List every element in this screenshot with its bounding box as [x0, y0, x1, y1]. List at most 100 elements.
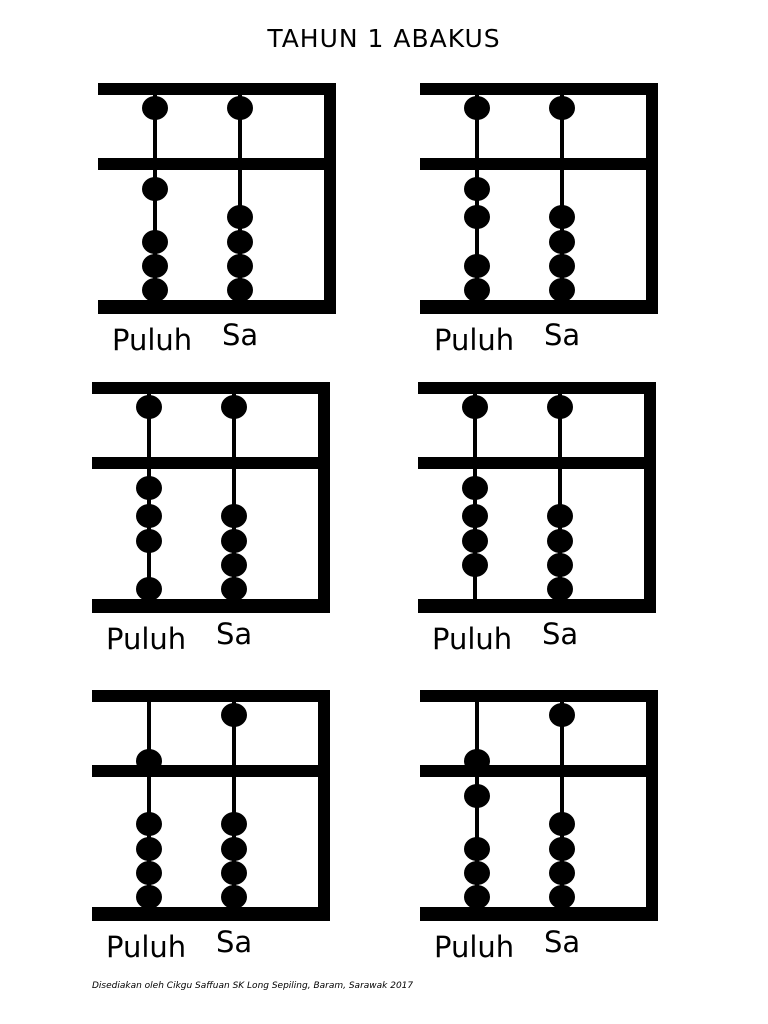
- tens-earth-bead: [136, 504, 162, 528]
- tens-label: Puluh: [432, 622, 513, 656]
- ones-earth-bead: [227, 205, 253, 229]
- ones-heaven-bead: [549, 96, 575, 120]
- ones-label: Sa: [544, 318, 581, 352]
- tens-earth-bead: [142, 230, 168, 254]
- ones-earth-bead: [549, 885, 575, 909]
- ones-earth-bead: [221, 837, 247, 861]
- tens-label: Puluh: [434, 323, 515, 357]
- frame-right-bar: [644, 382, 656, 613]
- tens-earth-bead: [136, 529, 162, 553]
- ones-earth-bead: [547, 553, 573, 577]
- tens-heaven-bead: [142, 96, 168, 120]
- frame-middle-bar: [92, 457, 324, 469]
- tens-earth-bead: [464, 837, 490, 861]
- ones-earth-bead: [549, 254, 575, 278]
- page-title: TAHUN 1 ABAKUS: [267, 24, 501, 53]
- tens-earth-bead: [462, 476, 488, 500]
- ones-earth-bead: [221, 553, 247, 577]
- tens-earth-bead: [136, 812, 162, 836]
- ones-heaven-bead: [227, 96, 253, 120]
- ones-label: Sa: [542, 617, 579, 651]
- ones-earth-bead: [547, 504, 573, 528]
- ones-earth-bead: [227, 278, 253, 302]
- frame-bottom-bar: [92, 599, 330, 613]
- ones-label: Sa: [216, 617, 253, 651]
- tens-earth-bead: [464, 254, 490, 278]
- frame-middle-bar: [418, 457, 650, 469]
- tens-rod: [147, 701, 151, 909]
- abacus-5: Puluh Sa: [92, 689, 342, 989]
- frame-middle-bar: [92, 765, 324, 777]
- footer-credit: Disediakan oleh Cikgu Saffuan SK Long Se…: [92, 981, 414, 991]
- ones-label: Sa: [544, 925, 581, 959]
- ones-earth-bead: [547, 577, 573, 601]
- ones-earth-bead: [221, 529, 247, 553]
- tens-earth-bead: [462, 529, 488, 553]
- ones-earth-bead: [221, 885, 247, 909]
- frame-bottom-bar: [98, 300, 336, 314]
- ones-earth-bead: [221, 812, 247, 836]
- frame-bottom-bar: [420, 300, 658, 314]
- tens-earth-bead: [142, 177, 168, 201]
- tens-earth-bead: [464, 885, 490, 909]
- frame-middle-bar: [420, 765, 652, 777]
- tens-earth-bead: [464, 278, 490, 302]
- abacus-2: Puluh Sa: [420, 82, 670, 382]
- frame-right-bar: [324, 83, 336, 314]
- ones-rod: [558, 393, 562, 601]
- frame-middle-bar: [420, 158, 652, 170]
- tens-label: Puluh: [106, 622, 187, 656]
- tens-earth-bead: [136, 861, 162, 885]
- frame-top-bar: [418, 382, 656, 394]
- frame-top-bar: [92, 382, 330, 394]
- ones-rod: [232, 393, 236, 601]
- ones-earth-bead: [221, 577, 247, 601]
- ones-earth-bead: [221, 861, 247, 885]
- tens-heaven-bead: [464, 749, 490, 773]
- tens-heaven-bead: [462, 395, 488, 419]
- ones-heaven-bead: [221, 703, 247, 727]
- frame-bottom-bar: [92, 907, 330, 921]
- ones-rod: [232, 701, 236, 909]
- tens-earth-bead: [136, 837, 162, 861]
- ones-rod: [238, 94, 242, 302]
- tens-earth-bead: [136, 476, 162, 500]
- ones-earth-bead: [549, 278, 575, 302]
- tens-earth-bead: [136, 885, 162, 909]
- ones-heaven-bead: [221, 395, 247, 419]
- ones-earth-bead: [547, 529, 573, 553]
- frame-right-bar: [646, 83, 658, 314]
- ones-rod: [560, 94, 564, 302]
- abacus-frame: [420, 83, 658, 314]
- tens-earth-bead: [464, 177, 490, 201]
- ones-heaven-bead: [547, 395, 573, 419]
- tens-earth-bead: [462, 504, 488, 528]
- ones-earth-bead: [549, 837, 575, 861]
- tens-heaven-bead: [464, 96, 490, 120]
- abacus-1: Puluh Sa: [98, 82, 348, 382]
- tens-label: Puluh: [106, 930, 187, 964]
- frame-bottom-bar: [420, 907, 658, 921]
- abacus-frame: [98, 83, 336, 314]
- tens-label: Puluh: [112, 323, 193, 357]
- frame-middle-bar: [98, 158, 330, 170]
- tens-heaven-bead: [136, 749, 162, 773]
- tens-heaven-bead: [136, 395, 162, 419]
- ones-earth-bead: [549, 230, 575, 254]
- ones-earth-bead: [227, 230, 253, 254]
- abacus-4: Puluh Sa: [418, 381, 668, 681]
- tens-label: Puluh: [434, 930, 515, 964]
- frame-top-bar: [92, 690, 330, 702]
- ones-rod: [560, 701, 564, 909]
- tens-earth-bead: [464, 861, 490, 885]
- ones-label: Sa: [216, 925, 253, 959]
- frame-top-bar: [420, 690, 658, 702]
- tens-earth-bead: [464, 205, 490, 229]
- tens-earth-bead: [142, 278, 168, 302]
- abacus-frame: [420, 690, 658, 921]
- frame-top-bar: [420, 83, 658, 95]
- ones-earth-bead: [549, 812, 575, 836]
- ones-heaven-bead: [549, 703, 575, 727]
- ones-label: Sa: [222, 318, 259, 352]
- frame-right-bar: [646, 690, 658, 921]
